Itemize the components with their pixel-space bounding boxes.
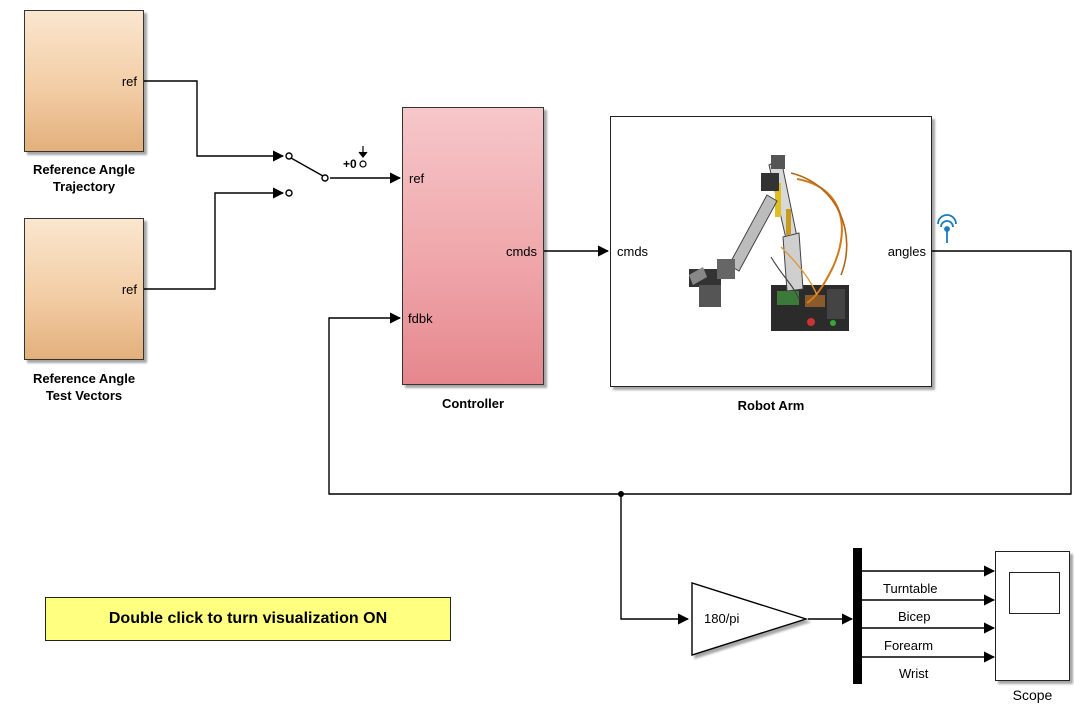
controller-ref-port: ref	[409, 171, 424, 186]
antenna-icon	[938, 215, 956, 243]
robot-arm-block[interactable]: cmds angles	[610, 116, 932, 387]
controller-cmds-port: cmds	[506, 244, 537, 259]
reference-test-vectors-block[interactable]: ref	[24, 218, 144, 360]
controller-fdbk-port: fdbk	[408, 311, 433, 326]
wire-to-gain	[621, 494, 688, 619]
switch-label: +0	[343, 157, 357, 171]
controller-caption: Controller	[402, 395, 544, 412]
scope-block[interactable]	[995, 551, 1070, 681]
gain-value: 180/pi	[704, 611, 739, 626]
reference-test-vectors-caption: Reference Angle Test Vectors	[4, 370, 164, 404]
robot-arm-caption: Robot Arm	[610, 397, 932, 414]
bus-creator-bar[interactable]	[853, 548, 862, 684]
ref-port-label: ref	[122, 74, 137, 89]
switch-toggle-icon	[359, 146, 367, 167]
visualization-toggle-annotation[interactable]: Double click to turn visualization ON	[45, 597, 451, 641]
manual-switch	[286, 153, 328, 196]
reference-trajectory-caption: Reference Angle Trajectory	[4, 161, 164, 195]
robot-arm-photo	[611, 117, 933, 388]
reference-trajectory-block[interactable]: ref	[24, 10, 144, 152]
signal-label-bicep: Bicep	[898, 609, 931, 624]
signal-label-wrist: Wrist	[899, 666, 928, 681]
ref-port-label: ref	[122, 282, 137, 297]
wire-ref-trajectory	[144, 81, 283, 156]
scope-caption: Scope	[995, 687, 1070, 703]
wire-ref-test-vectors	[144, 193, 283, 289]
scope-screen	[1009, 572, 1060, 614]
branch-point	[618, 491, 624, 497]
signal-label-forearm: Forearm	[884, 638, 933, 653]
controller-block[interactable]: ref fdbk cmds	[402, 107, 544, 385]
signal-label-turntable: Turntable	[883, 581, 937, 596]
